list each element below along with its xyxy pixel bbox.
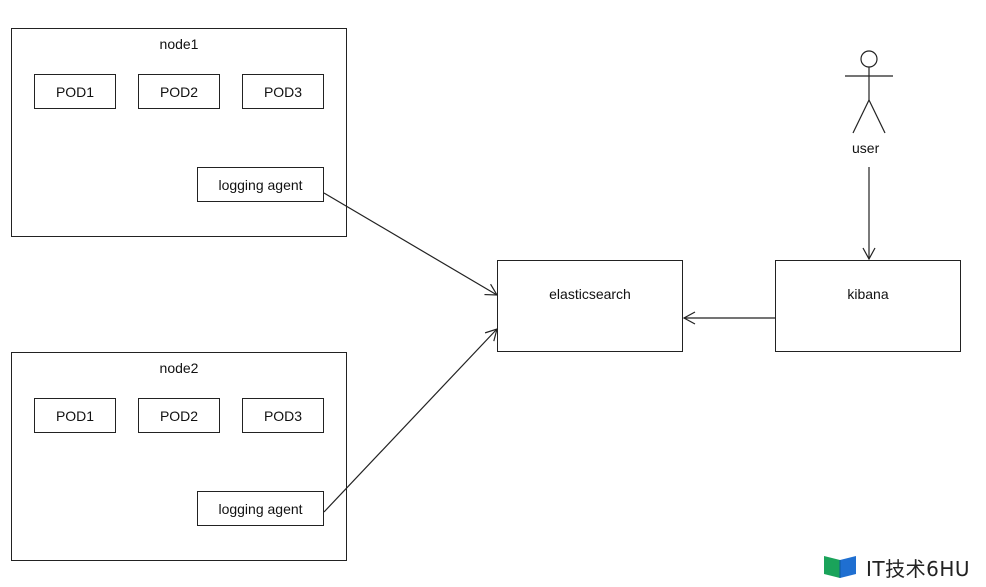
node2-pod3: POD3 [242, 398, 324, 433]
elasticsearch-box: elasticsearch [497, 260, 683, 352]
node1-title: node1 [159, 36, 199, 52]
node2-pod2: POD2 [138, 398, 220, 433]
node1-pod3: POD3 [242, 74, 324, 109]
node2-logging-agent: logging agent [197, 491, 324, 526]
node2-container: node2 [11, 352, 347, 561]
user-actor-icon [845, 50, 893, 134]
node1-pod2: POD2 [138, 74, 220, 109]
kibana-box: kibana [775, 260, 961, 352]
node2-pod1: POD1 [34, 398, 116, 433]
watermark-logo-icon [824, 556, 856, 578]
kibana-label: kibana [847, 286, 889, 302]
arrow-node2-agent-to-elasticsearch [323, 328, 498, 513]
watermark-text: IT技术6HU [866, 556, 971, 581]
elasticsearch-label: elasticsearch [549, 286, 631, 302]
node2-title: node2 [159, 360, 199, 376]
watermark: IT技术6HU [818, 552, 970, 582]
arrow-node1-agent-to-elasticsearch [323, 192, 499, 296]
node1-pod1: POD1 [34, 74, 116, 109]
node1-container: node1 [11, 28, 347, 237]
user-label: user [852, 140, 880, 156]
node1-logging-agent: logging agent [197, 167, 324, 202]
